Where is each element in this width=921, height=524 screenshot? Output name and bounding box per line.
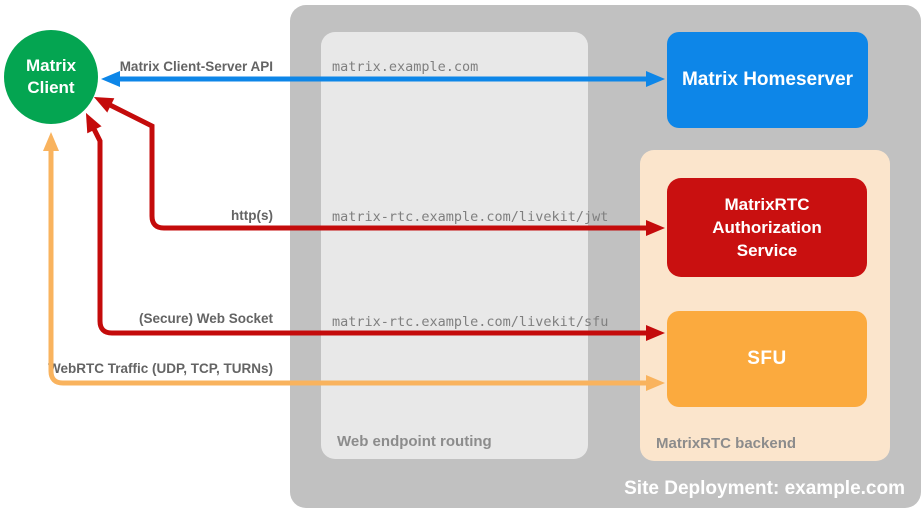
matrixrtc-backend-label: MatrixRTC backend [656,435,797,452]
sfu-label: SFU [747,348,787,369]
endpoint-matrix: matrix.example.com [332,59,479,75]
matrix-client-node: Matrix Client [4,30,98,124]
websocket-arrow-label: (Secure) Web Socket [138,311,273,326]
matrix-homeserver-node: Matrix Homeserver [667,32,868,128]
endpoint-livekit-sfu: matrix-rtc.example.com/livekit/sfu [332,314,609,330]
endpoint-livekit-jwt: matrix-rtc.example.com/livekit/jwt [332,209,609,225]
matrix-client-label: Matrix Client [25,56,77,97]
webrtc-traffic-arrow-label: WebRTC Traffic (UDP, TCP, TURNs) [47,361,273,376]
matrixrtc-auth-service-label: MatrixRTC Authorization Service [712,195,822,260]
https-arrow-label: http(s) [231,208,273,223]
matrixrtc-auth-service-node: MatrixRTC Authorization Service [667,178,867,277]
matrix-homeserver-label: Matrix Homeserver [681,69,854,90]
site-deployment-label: Site Deployment: example.com [624,478,905,499]
sfu-node: SFU [667,311,867,407]
client-server-api-arrow-label: Matrix Client-Server API [119,59,273,74]
web-endpoint-routing-label: Web endpoint routing [337,433,492,450]
web-endpoint-routing-group: Web endpoint routing [321,32,588,459]
